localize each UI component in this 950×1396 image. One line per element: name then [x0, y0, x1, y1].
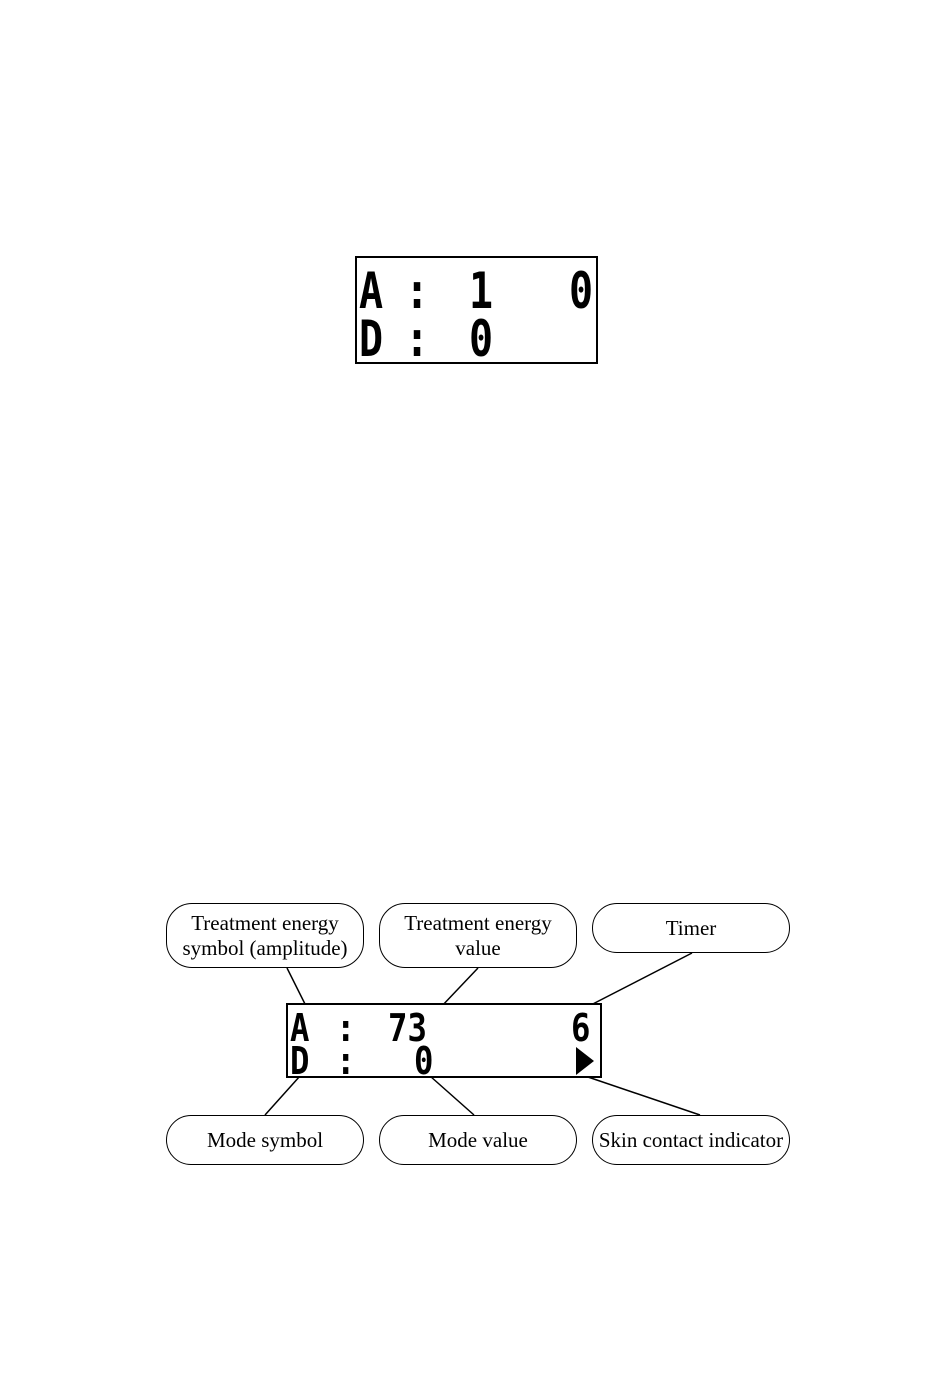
- leader-energy-value: [440, 968, 478, 1008]
- leader-timer: [585, 953, 692, 1008]
- callout-mode-symbol: Mode symbol: [166, 1115, 364, 1165]
- callout-timer: Timer: [592, 903, 790, 953]
- leader-skin-contact: [585, 1076, 700, 1115]
- leader-energy-symbol: [287, 968, 307, 1008]
- skin-contact-play-icon: [576, 1047, 594, 1075]
- callout-mode-value: Mode value: [379, 1115, 577, 1165]
- separator: :: [336, 1042, 355, 1078]
- mode-symbol: D: [290, 1042, 309, 1078]
- leader-mode-symbol: [265, 1076, 300, 1115]
- callout-skin-contact: Skin contact indicator: [592, 1115, 790, 1165]
- mode-value: 0: [414, 1042, 433, 1078]
- lcd-display-annotated: A : 73 6 D : 0: [286, 1003, 602, 1078]
- callout-energy-symbol: Treatment energy symbol (amplitude): [166, 903, 364, 968]
- callout-energy-value: Treatment energy value: [379, 903, 577, 968]
- leader-mode-value: [430, 1076, 474, 1115]
- timer-value: 6: [571, 1009, 590, 1047]
